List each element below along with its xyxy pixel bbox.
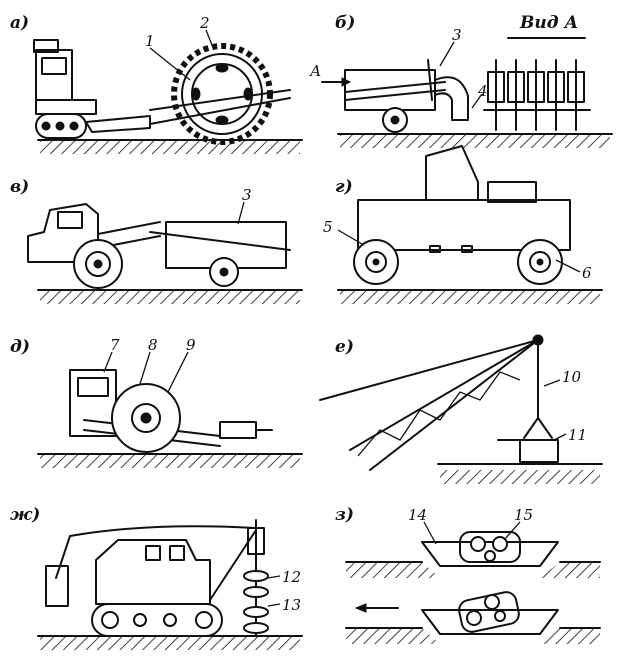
trailer-body <box>344 59 469 133</box>
callout-14: 14 <box>408 506 427 524</box>
tractor <box>33 39 97 139</box>
ground-hatch <box>40 636 300 650</box>
trailer <box>149 221 291 287</box>
arrow-label-a: А <box>309 62 321 80</box>
pontoon-lower <box>345 591 601 644</box>
boom-arm <box>85 115 151 133</box>
drill-mast <box>243 519 269 637</box>
callout-11: 11 <box>568 426 587 444</box>
ground-hatch <box>340 290 600 304</box>
panel-z-label: з) <box>335 505 354 525</box>
crawler-crane <box>45 525 257 637</box>
callout-4: 4 <box>477 82 488 100</box>
panel-a: а) 1 2 <box>10 13 303 154</box>
panel-d-label: д) <box>10 337 30 357</box>
ground-hatch <box>340 134 610 148</box>
panel-g-label: г) <box>335 177 353 197</box>
callout-15: 15 <box>514 506 533 524</box>
callout-8: 8 <box>148 336 158 354</box>
ground-hatch <box>40 140 300 154</box>
roller-machine <box>69 369 273 453</box>
callout-12: 12 <box>282 568 301 586</box>
callout-2: 2 <box>199 14 210 32</box>
panel-zh: ж) 12 13 <box>10 505 303 650</box>
panel-e-label: е) <box>335 337 354 357</box>
view-a-title: Вид А <box>519 13 578 33</box>
wheeled-tractor <box>353 145 571 285</box>
callout-5: 5 <box>323 218 333 236</box>
ground-hatch <box>440 470 600 484</box>
panel-zh-label: ж) <box>10 505 40 525</box>
panel-b-label: б) <box>335 13 355 33</box>
cutter-array <box>483 59 591 131</box>
crane-boom <box>319 334 559 471</box>
boom-lower <box>149 97 291 125</box>
callout-3: 3 <box>452 26 462 44</box>
panel-e: е) 10 11 <box>319 334 603 484</box>
panel-d: д) 7 8 9 <box>10 336 303 468</box>
truck <box>27 203 161 289</box>
ground-hatch <box>40 454 300 468</box>
callout-13: 13 <box>282 596 301 614</box>
panel-g: г) 5 6 <box>323 145 603 304</box>
panel-b: б) Вид А А <box>309 13 613 148</box>
panel-v-label: в) <box>10 177 29 197</box>
callout-3b: 3 <box>242 186 252 204</box>
panel-z: з) 14 15 <box>335 505 601 644</box>
callout-1: 1 <box>145 32 155 50</box>
pontoon-upper <box>345 531 601 578</box>
panel-a-label: а) <box>10 13 29 33</box>
ground-hatch <box>40 290 300 304</box>
callout-9: 9 <box>186 336 196 354</box>
trencher-wheel <box>171 43 273 145</box>
callout-7: 7 <box>110 336 120 354</box>
callout-6: 6 <box>582 264 592 282</box>
callout-10: 10 <box>562 368 582 386</box>
panel-v: в) 3 <box>10 177 303 304</box>
